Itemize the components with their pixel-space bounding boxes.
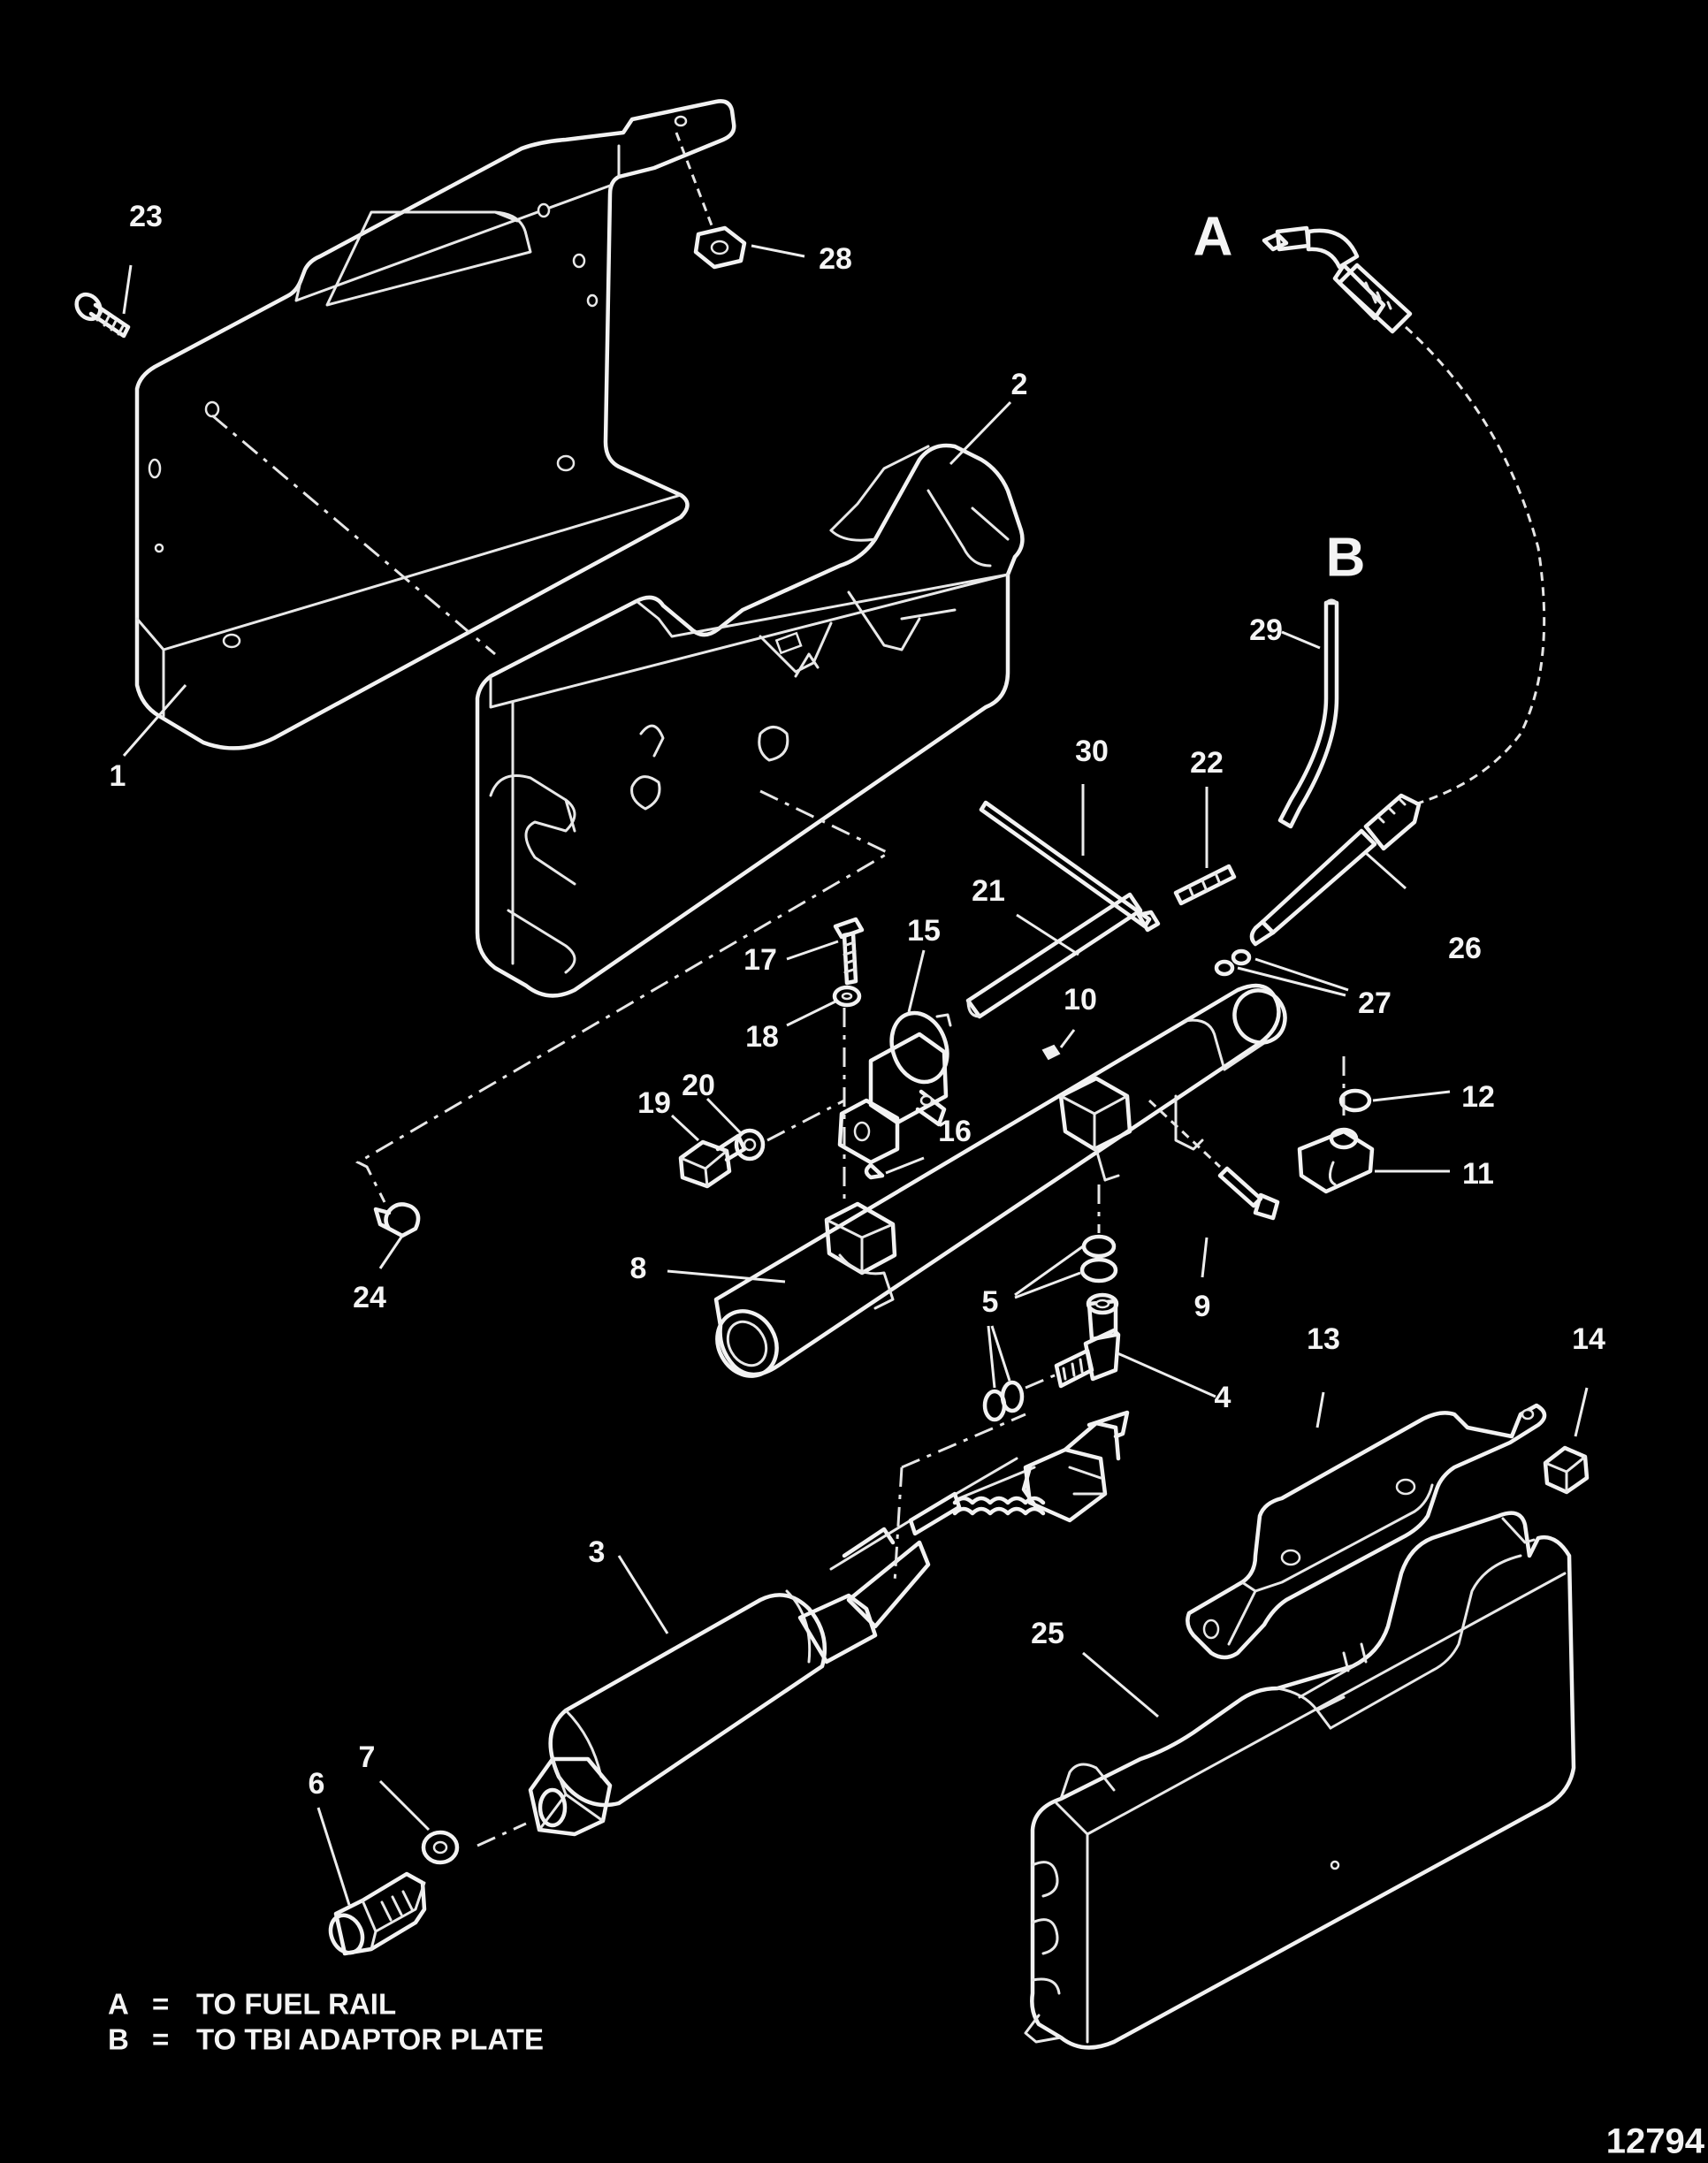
- part-11-elbow-fitting: [1297, 1056, 1450, 1194]
- callout-25: 25: [1031, 1617, 1064, 1650]
- part-20-washer: [705, 1097, 845, 1161]
- callout-5: 5: [982, 1285, 999, 1319]
- legend-equals-a: =: [152, 1988, 169, 2021]
- callout-19: 19: [637, 1086, 671, 1120]
- part-29-vent-hose: [1277, 598, 1339, 829]
- part-13-bracket: [1186, 1391, 1547, 1660]
- part-23-screw: [74, 292, 131, 339]
- part-22-fitting: [1173, 787, 1237, 906]
- callout-18: 18: [745, 1020, 779, 1054]
- callout-15: 15: [907, 914, 941, 948]
- part-7-washer: [378, 1779, 460, 1865]
- callout-1: 1: [110, 759, 126, 793]
- part-26-fuel-hose: [1249, 225, 1546, 947]
- legend: A = TO FUEL RAIL B = TO TBI ADAPTOR PLAT…: [108, 1988, 544, 2056]
- callout-7: 7: [359, 1740, 376, 1774]
- leader-lines: [122, 244, 1012, 757]
- legend-description-a: TO FUEL RAIL: [196, 1988, 396, 2021]
- part-12-o-ring: [1338, 1088, 1451, 1113]
- legend-row-a: A = TO FUEL RAIL: [108, 1988, 396, 2021]
- part-17-bolt: [786, 917, 865, 986]
- callout-13: 13: [1307, 1322, 1340, 1356]
- legend-letter-b: B: [108, 2023, 129, 2056]
- figure-number: 12794: [1606, 2122, 1705, 2161]
- part-21-tube: [965, 892, 1143, 1019]
- callout-20: 20: [682, 1069, 715, 1102]
- callout-16: 16: [938, 1115, 972, 1148]
- connection-letter-b: B: [1326, 527, 1366, 588]
- connection-letter-a: A: [1193, 206, 1233, 267]
- legend-letter-a: A: [108, 1988, 129, 2021]
- legend-equals-b: =: [152, 2023, 169, 2056]
- callout-4: 4: [1215, 1381, 1231, 1414]
- part-15-pressure-regulator: [837, 949, 952, 1165]
- callout-26: 26: [1448, 932, 1482, 965]
- part-3-fuel-pump: [477, 1410, 1130, 1847]
- part-10-plug: [1041, 1029, 1076, 1061]
- part-6-fitting: [316, 1807, 427, 1956]
- part-30-rod: [979, 784, 1161, 933]
- part-8-fuel-manifold: [667, 983, 1287, 1378]
- part-24-screw: [355, 789, 892, 1269]
- callout-23: 23: [129, 200, 163, 233]
- callout-28: 28: [819, 242, 852, 276]
- callout-6: 6: [309, 1767, 325, 1801]
- part-16-plug: [864, 1156, 925, 1180]
- part-14-nut: [1543, 1387, 1590, 1495]
- part-5-o-rings: [982, 1184, 1118, 1422]
- callout-11: 11: [1462, 1157, 1494, 1191]
- callout-14: 14: [1572, 1322, 1605, 1356]
- callout-3: 3: [589, 1535, 606, 1569]
- callout-9: 9: [1194, 1290, 1211, 1323]
- part-27-o-rings: [1214, 948, 1349, 997]
- part-28-nut: [675, 132, 747, 270]
- connection-markers: A B: [1193, 206, 1366, 588]
- callout-21: 21: [972, 874, 1005, 908]
- callout-27: 27: [1358, 986, 1392, 1020]
- callout-2: 2: [1011, 368, 1028, 401]
- callout-17: 17: [743, 943, 777, 977]
- legend-description-b: TO TBI ADAPTOR PLATE: [196, 2023, 544, 2056]
- callout-labels: 1 2 3 4 5 6 7 8 9 10 11 12 13 14 15 16 1…: [110, 200, 1605, 1801]
- part-4-elbow-fitting: [1025, 1292, 1216, 1398]
- part-25-cover: [1024, 1511, 1576, 2050]
- legend-row-b: B = TO TBI ADAPTOR PLATE: [108, 2023, 544, 2056]
- part-18-washer: [786, 985, 862, 1207]
- callout-22: 22: [1190, 746, 1224, 780]
- callout-10: 10: [1064, 983, 1097, 1017]
- part-1-mounting-bracket: [134, 99, 736, 750]
- part-19-bolt: [670, 1114, 747, 1189]
- callout-24: 24: [353, 1281, 386, 1314]
- callout-12: 12: [1461, 1080, 1495, 1114]
- callout-30: 30: [1075, 735, 1109, 768]
- callout-29: 29: [1249, 613, 1283, 647]
- callout-8: 8: [630, 1252, 647, 1285]
- part-9-bolt: [1148, 1099, 1280, 1278]
- part-2-shield-housing: [475, 443, 1025, 998]
